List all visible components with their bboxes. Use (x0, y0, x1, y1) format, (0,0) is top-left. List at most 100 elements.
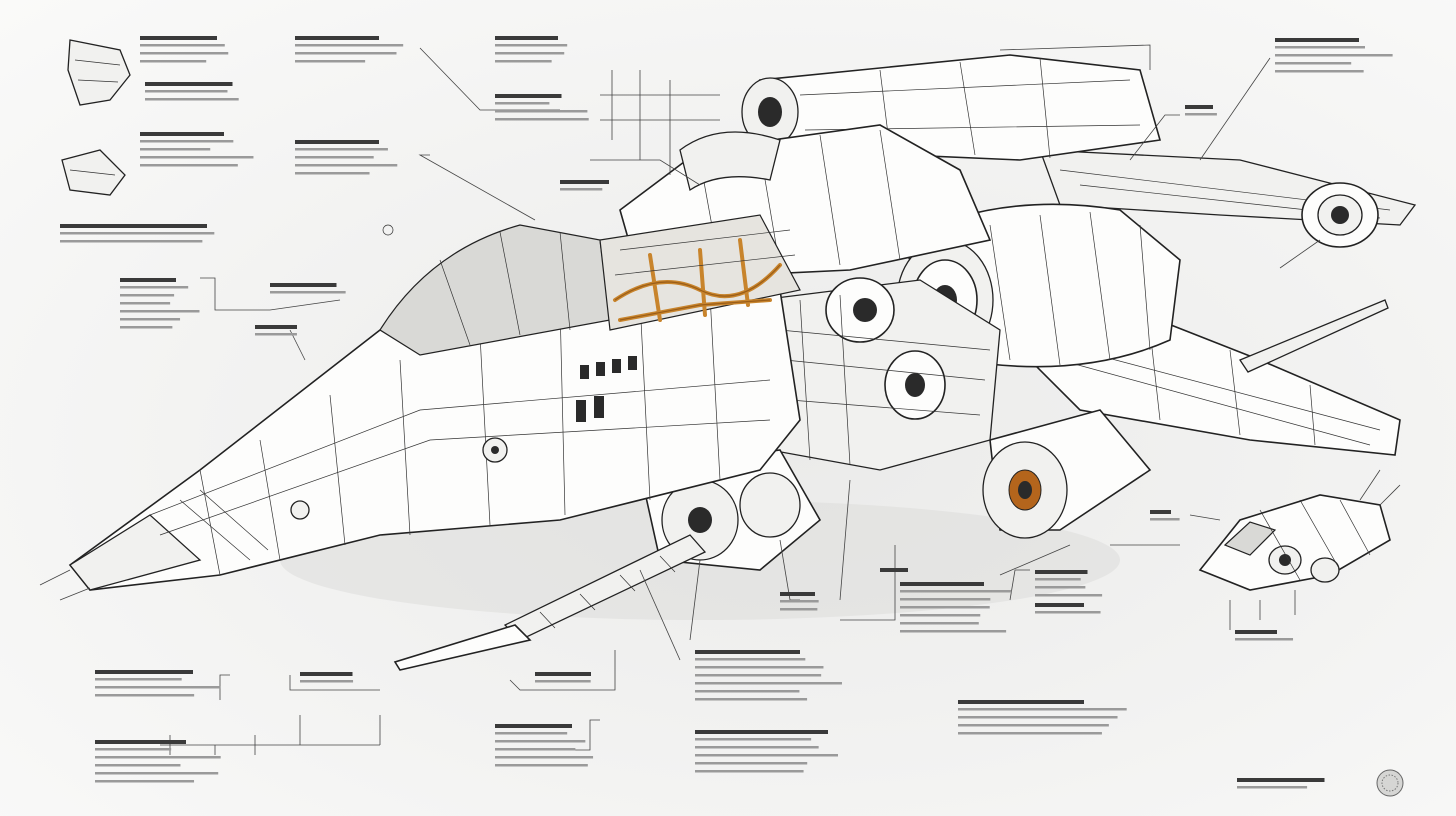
callout-block (1150, 510, 1180, 521)
callout-block (780, 592, 819, 611)
callout-line (295, 140, 379, 144)
callout-block (900, 582, 1012, 633)
callout-line (1275, 46, 1365, 49)
callout-line (695, 762, 808, 765)
callout-line (300, 680, 354, 683)
internal-machinery (759, 277, 1001, 471)
callout-line (495, 110, 588, 113)
callout-line (295, 156, 374, 159)
callout-line (780, 600, 819, 603)
callout-line (958, 708, 1127, 711)
callout-line (560, 188, 603, 191)
callout-line (295, 36, 379, 40)
callout-line (535, 672, 591, 676)
callout-line (495, 36, 558, 40)
callout-block (695, 650, 842, 701)
callout-line (140, 164, 238, 167)
callout-line (695, 674, 822, 677)
callout-line (495, 756, 594, 759)
callout-line (695, 690, 800, 693)
callout-line (695, 682, 842, 685)
callout-line (295, 60, 366, 63)
callout-line (1185, 105, 1213, 109)
callout-line (1035, 578, 1081, 581)
callout-block (560, 180, 609, 191)
callout-line (140, 156, 254, 159)
callout-block (495, 724, 594, 767)
callout-line (140, 148, 211, 151)
main-fuselage (39, 289, 801, 601)
callout-line (958, 716, 1118, 719)
callout-line (95, 780, 195, 783)
callout-block (1237, 778, 1325, 789)
callout-line (900, 582, 984, 586)
callout-line (958, 732, 1102, 735)
callout-line (1150, 510, 1171, 514)
callout-line (120, 310, 200, 313)
callout-line (95, 748, 172, 751)
callout-line (900, 622, 979, 625)
callout-line (780, 608, 818, 611)
torpedo (393, 534, 707, 671)
callout-line (900, 630, 1007, 633)
callout-line (95, 670, 193, 674)
callout-line (1150, 518, 1180, 521)
callout-block (495, 36, 568, 63)
callout-line (120, 294, 175, 297)
callout-line (270, 291, 346, 294)
wing-cannon (1239, 299, 1389, 373)
callout-block (140, 132, 254, 167)
callout-block (140, 36, 229, 63)
right-wingtip-pod (1279, 182, 1379, 269)
callout-line (1237, 778, 1325, 782)
callout-block (95, 670, 221, 697)
callout-block (1185, 105, 1217, 116)
callout-block (880, 568, 908, 572)
callout-line (880, 568, 908, 572)
callout-line (295, 148, 388, 151)
detail-ship-view (1198, 469, 1401, 591)
callout-block (120, 278, 200, 329)
callout-line (120, 286, 189, 289)
callout-block (145, 82, 239, 101)
callout-block (695, 730, 839, 773)
callout-line (900, 590, 1012, 593)
callout-line (695, 754, 839, 757)
lower-engine (982, 409, 1152, 539)
callout-line (495, 732, 568, 735)
spaceship-illustration (39, 54, 1417, 797)
callout-block (300, 672, 354, 683)
callout-line (1275, 62, 1352, 65)
callout-line (495, 764, 588, 767)
callout-line (1035, 594, 1103, 597)
callout-line (1235, 630, 1277, 634)
callout-line (900, 614, 981, 617)
callout-block (958, 700, 1127, 735)
callout-block (255, 325, 297, 336)
callout-line (900, 598, 991, 601)
callout-line (1035, 586, 1086, 589)
callout-line (1035, 570, 1088, 574)
callout-line (95, 694, 195, 697)
callout-line (495, 740, 586, 743)
seal-stamp (1376, 769, 1404, 797)
callout-line (495, 60, 552, 63)
callout-block (270, 283, 346, 294)
callout-line (95, 678, 182, 681)
callout-line (295, 172, 370, 175)
callout-line (900, 606, 990, 609)
callout-block (60, 224, 215, 243)
callout-line (695, 738, 812, 741)
callout-line (140, 132, 224, 136)
callout-line (1235, 638, 1294, 641)
callout-block (535, 672, 591, 683)
callout-line (60, 232, 215, 235)
callout-line (535, 680, 591, 683)
callout-line (495, 44, 568, 47)
callout-line (60, 224, 207, 228)
callout-block (1275, 38, 1393, 73)
cockpit-canopy (379, 224, 611, 356)
callout-line (1035, 603, 1084, 607)
callout-line (95, 772, 219, 775)
